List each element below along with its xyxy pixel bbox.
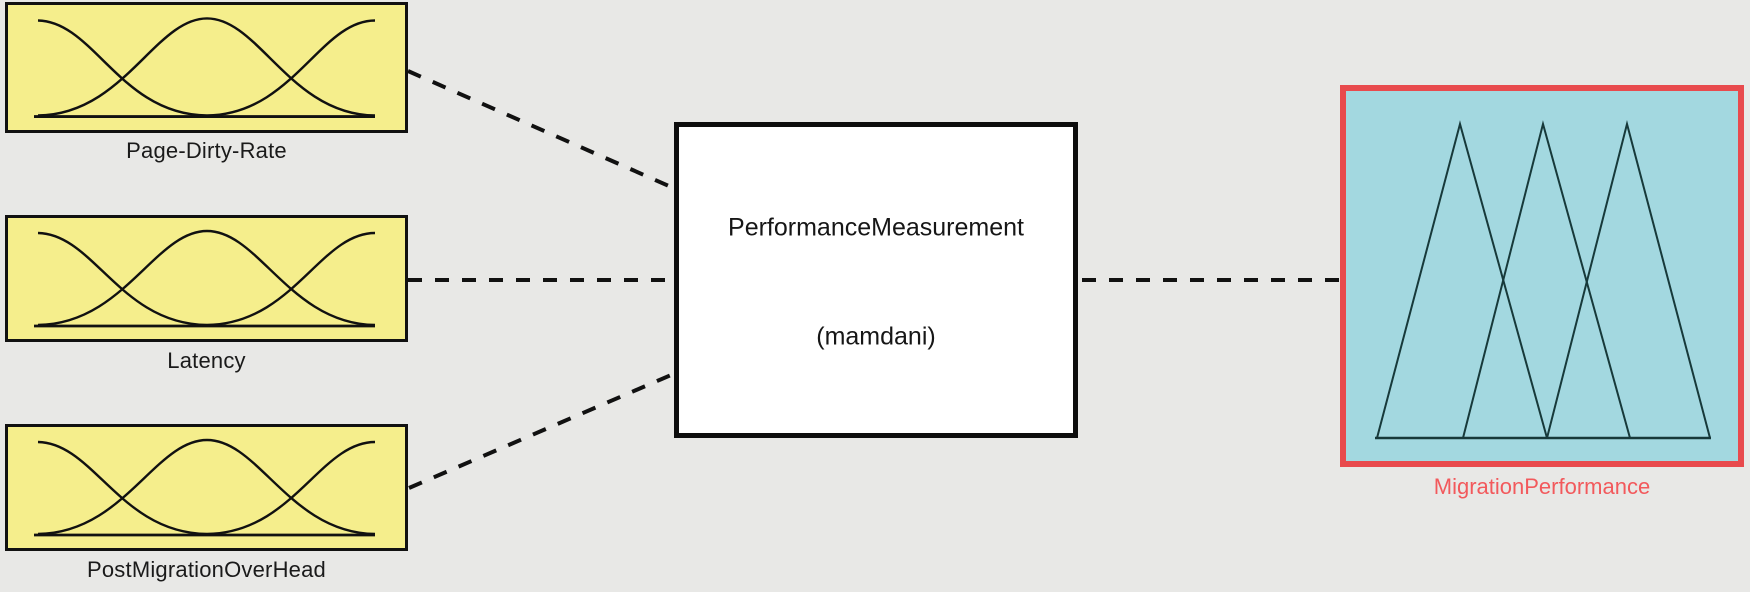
output-box-migrationperformance[interactable]	[1340, 85, 1744, 467]
fis-type-label: (mamdani)	[816, 322, 936, 351]
output-label-migrationperformance: MigrationPerformance	[1433, 474, 1651, 499]
input-box-page-dirty-rate[interactable]	[5, 2, 408, 133]
fis-block[interactable]: PerformanceMeasurement (mamdani)	[674, 122, 1078, 438]
gaussian-mf-plot	[34, 438, 376, 537]
connector-postmigration-to-fis	[408, 370, 679, 490]
input-box-latency[interactable]	[5, 215, 408, 342]
input-label-page-dirty-rate: Page-Dirty-Rate	[126, 138, 287, 163]
input-box-postmigrationoverhead[interactable]	[5, 424, 408, 551]
input-label-postmigrationoverhead: PostMigrationOverHead	[87, 557, 326, 582]
gaussian-mf-plot	[34, 229, 376, 328]
connector-page-dirty-rate-to-fis	[407, 69, 679, 192]
gaussian-mf-plot	[34, 17, 376, 119]
input-label-latency: Latency	[167, 348, 246, 373]
triangular-mf-plot	[1375, 120, 1711, 440]
fis-name: PerformanceMeasurement	[728, 213, 1024, 242]
